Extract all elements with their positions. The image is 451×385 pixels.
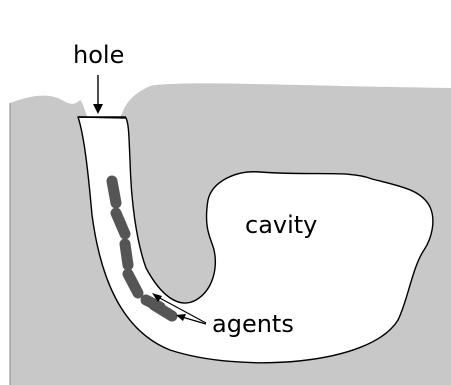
agent (112, 181, 116, 203)
hole-arrowhead (93, 104, 103, 114)
agent (125, 244, 128, 265)
agents-label: agents (212, 310, 294, 338)
hole-label: hole (73, 41, 124, 69)
cavity-label: cavity (245, 211, 317, 239)
